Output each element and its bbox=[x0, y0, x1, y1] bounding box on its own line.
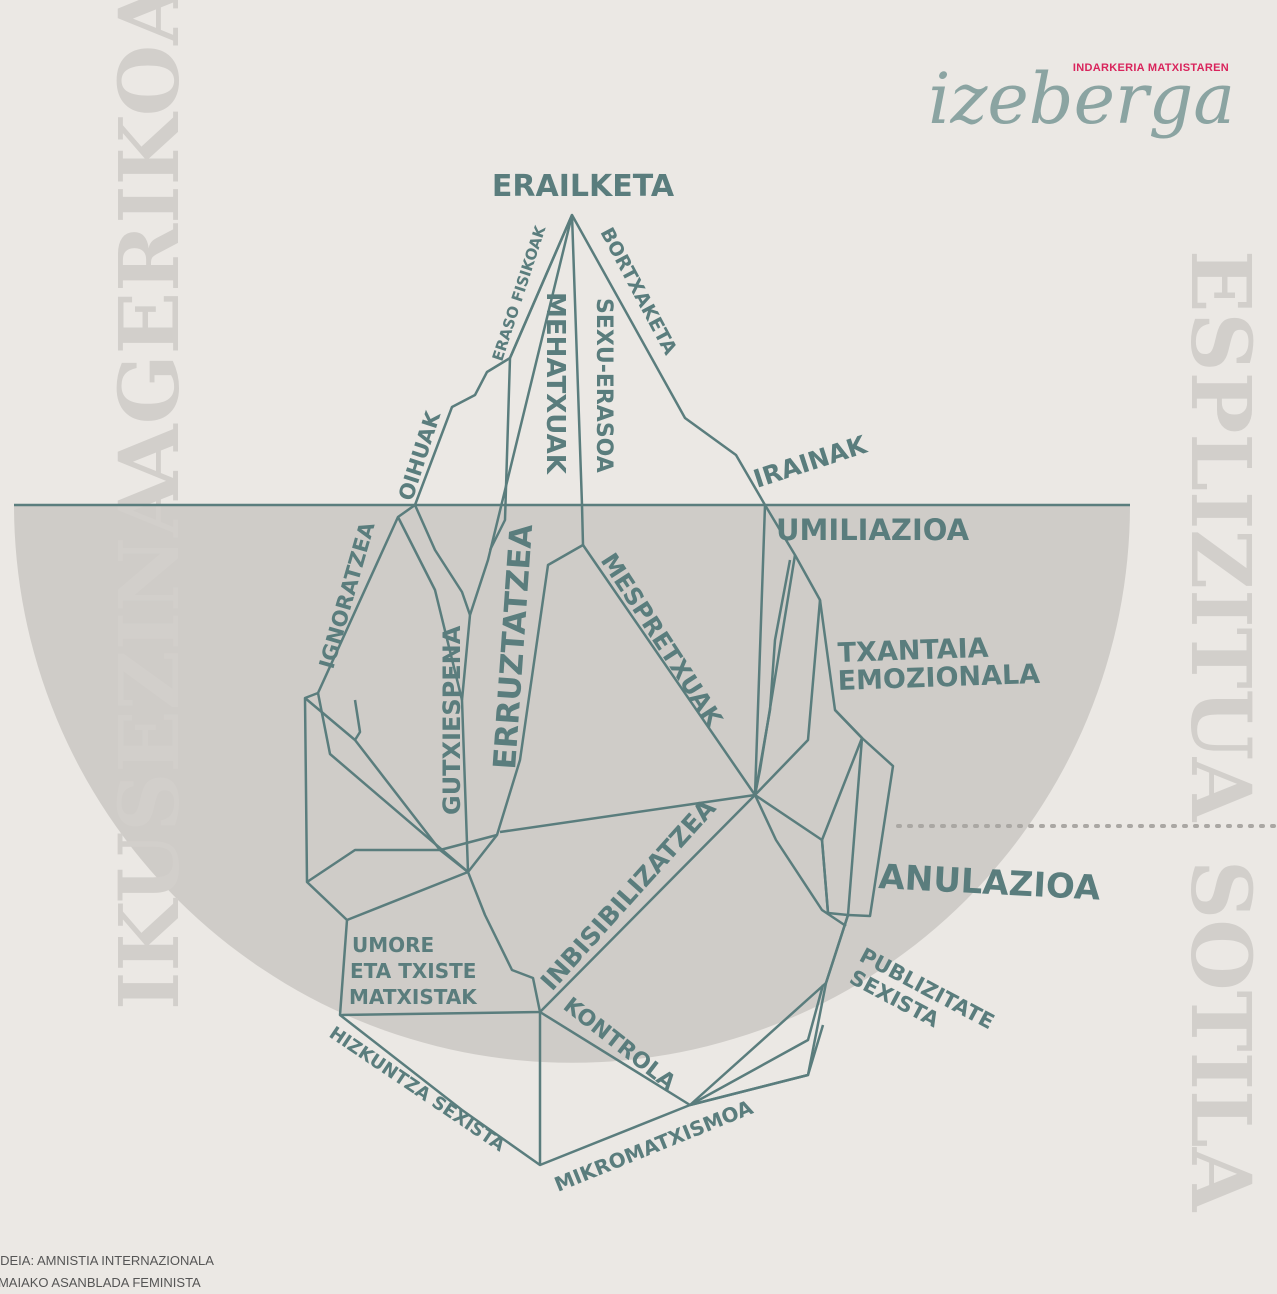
label-umiliazioa: UMILIAZIOA bbox=[776, 513, 970, 547]
label-txantaia: TXANTAIA bbox=[837, 633, 989, 669]
brand-logo: INDARKERIA MATXISTAREN izeberga bbox=[928, 58, 1235, 134]
label-irainak: IRAINAK bbox=[750, 430, 872, 494]
label-erailketa: ERAILKETA bbox=[492, 169, 675, 204]
label-sexu-erasoa: SEXU-ERASOA bbox=[591, 298, 616, 473]
side-label-agerikoa: AGERIKOA bbox=[102, 0, 198, 489]
label-eta-txiste: ETA TXISTE bbox=[350, 959, 476, 983]
side-label-ikusezina: IKUSEZINA bbox=[102, 472, 198, 1010]
label-mikromatxismoa: MIKROMATXISMOA bbox=[551, 1095, 757, 1197]
credits: KOAREN IDEIA: AMNISTIA INTERNAZIONALA PE… bbox=[0, 1250, 214, 1294]
iceberg-outline bbox=[14, 213, 1130, 1167]
credit-line-idea: KOAREN IDEIA: AMNISTIA INTERNAZIONALA bbox=[0, 1253, 214, 1268]
label-matxistak: MATXISTAK bbox=[349, 985, 478, 1009]
credit-line-design: PENA: ZUMAIAKO ASANBLADA FEMINISTA bbox=[0, 1275, 201, 1290]
label-oihuak: OIHUAK bbox=[394, 408, 446, 504]
side-label-sotila: SOTILA bbox=[1172, 860, 1268, 1213]
underwater-area bbox=[14, 505, 1130, 1063]
side-label-esplizitua: ESPLIZITUA bbox=[1172, 250, 1268, 823]
label-mehatxuak: MEHATXUAK bbox=[540, 292, 570, 475]
brand-subtitle: INDARKERIA MATXISTAREN bbox=[1072, 62, 1229, 74]
label-gutxiespena: GUTXIESPENA bbox=[438, 625, 466, 815]
brand-title: izeberga bbox=[928, 58, 1235, 140]
label-emozionala: EMOZIONALA bbox=[837, 659, 1040, 697]
label-umore: UMORE bbox=[352, 933, 434, 957]
